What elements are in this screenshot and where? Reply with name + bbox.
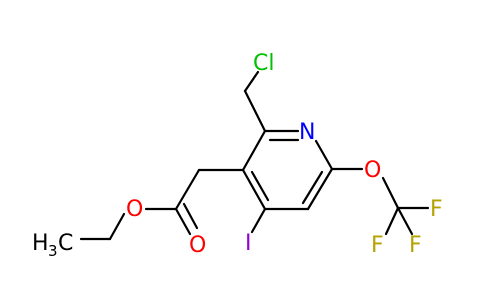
atom-f-bottom: F [371,233,384,258]
atom-f-right: F [409,233,422,258]
atom-o-carbonyl: O [189,233,206,258]
atom-ch3-h: H [32,231,49,256]
bond-c3-c2 [241,129,267,172]
atom-ch3: H 3 C [32,231,73,260]
atom-o-ocf3: O [364,158,381,183]
bond-cl-ch2 [243,70,260,93]
bond-c6-c5 [306,167,334,211]
bond-o-ch2 [108,212,126,241]
bond-o-cf3 [381,176,400,210]
bond-ch2-c2 [243,89,267,133]
bond-c4-i [250,207,267,234]
bond-cf3-f-right [396,206,414,236]
atom-ch3-subscript: 3 [48,242,58,260]
atom-labels: Cl N O F F F I O O H 3 C [32,51,443,260]
bond-ch2-co [174,168,201,211]
bond-c4-c3-inner [250,170,270,202]
bond-c6-c5-inner [301,170,324,205]
atom-ch3-c: C [58,231,73,256]
bonds [79,70,430,241]
bond-co-o-double-a [174,207,192,236]
bond-co-o-double-b [182,202,199,230]
atom-f-top: F [430,197,443,222]
bond-c4-c3 [241,168,267,211]
bond-n-c6 [314,139,334,171]
atom-cl: Cl [253,51,274,76]
atom-o-ester: O [126,197,143,222]
atom-n: N [299,120,315,145]
atom-i: I [245,231,252,256]
bond-cf3-f-bottom [384,206,400,236]
